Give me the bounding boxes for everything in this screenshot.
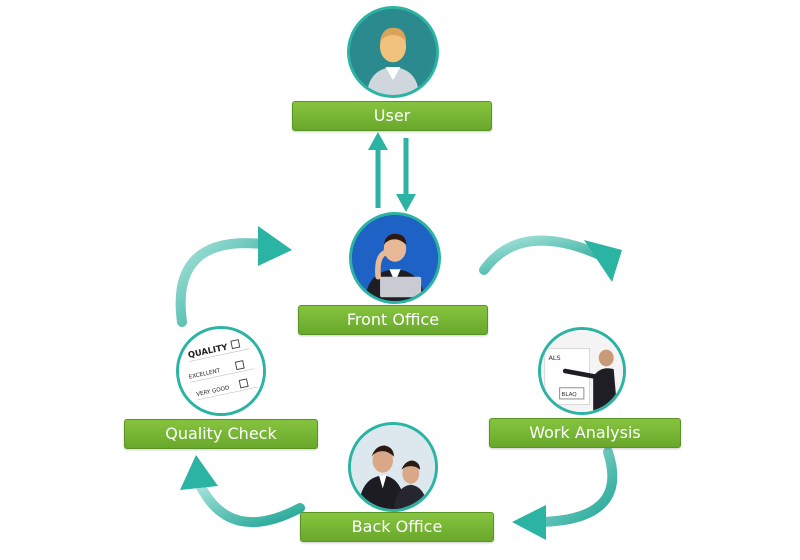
front-to-work-arrow xyxy=(479,235,622,282)
quality-check-label: Quality Check xyxy=(124,419,318,449)
quality-to-front-arrow xyxy=(175,226,292,327)
presenter-whiteboard-icon: ALS BLAQ xyxy=(538,327,626,415)
businessmen-icon xyxy=(348,422,438,512)
user-down-arrow xyxy=(396,138,416,212)
headset-operator-icon xyxy=(349,212,441,304)
work-analysis-label: Work Analysis xyxy=(489,418,681,448)
user-up-arrow xyxy=(368,132,388,208)
work-to-back-arrow xyxy=(512,447,618,540)
checklist-form-icon: QUALITY EXCELLENT VERY GOOD xyxy=(176,326,266,416)
front-office-label: Front Office xyxy=(298,305,488,335)
user-avatar-icon xyxy=(347,6,439,98)
user-label: User xyxy=(292,101,492,131)
whiteboard-text-1: ALS xyxy=(548,354,560,362)
back-office-label: Back Office xyxy=(300,512,494,542)
whiteboard-text-2: BLAQ xyxy=(562,392,578,398)
back-to-quality-arrow xyxy=(180,455,305,527)
